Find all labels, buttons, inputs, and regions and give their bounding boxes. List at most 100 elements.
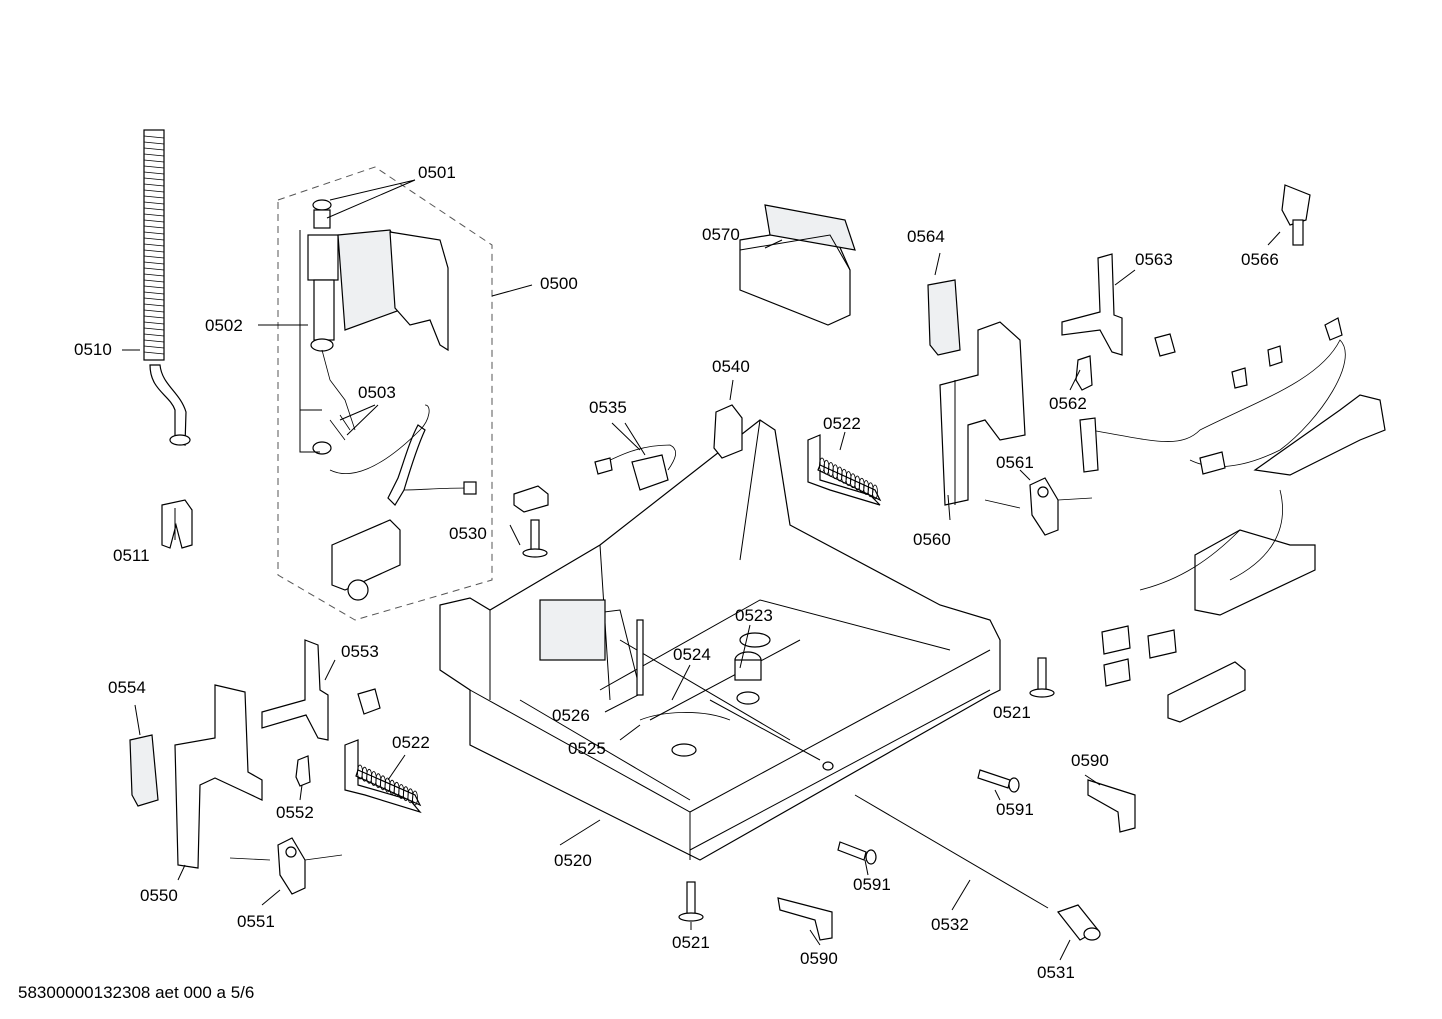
label-0530: 0530 bbox=[449, 524, 487, 543]
label-0570: 0570 bbox=[702, 225, 740, 244]
label-0551: 0551 bbox=[237, 912, 275, 931]
label-0531: 0531 bbox=[1037, 963, 1075, 982]
label-0524: 0524 bbox=[673, 645, 711, 664]
hose-rib bbox=[143, 255, 165, 259]
hose-rib bbox=[143, 219, 165, 223]
part-0535-sensor-cable bbox=[594, 444, 677, 491]
part-0590-rail-right bbox=[1087, 779, 1136, 833]
hose-rib bbox=[143, 135, 165, 139]
spring-coil bbox=[854, 475, 861, 491]
label-0562: 0562 bbox=[1049, 394, 1087, 413]
part-wiring-harness bbox=[1079, 317, 1386, 723]
hose-rib bbox=[143, 153, 165, 157]
part-0590-rail-bottom bbox=[777, 897, 833, 941]
label-0501: 0501 bbox=[418, 163, 456, 182]
part-0551-sensor bbox=[229, 837, 343, 895]
part-0553-bracket bbox=[261, 639, 381, 741]
label-0550: 0550 bbox=[140, 886, 178, 905]
label-0554: 0554 bbox=[108, 678, 146, 697]
hose-rib bbox=[143, 327, 165, 331]
hose-rib bbox=[143, 261, 165, 265]
label-0511: 0511 bbox=[113, 546, 150, 565]
part-labels: 0501 0500 0502 0503 0510 0511 0520 0521 … bbox=[74, 163, 1279, 982]
part-0503-hose-and-cable bbox=[329, 404, 477, 601]
hose-rib bbox=[143, 339, 165, 343]
hose-rib bbox=[143, 315, 165, 319]
label-0590-bottom: 0590 bbox=[800, 949, 838, 968]
label-0526: 0526 bbox=[552, 706, 590, 725]
hose-rib bbox=[143, 207, 165, 211]
part-0531-cap bbox=[1057, 904, 1101, 941]
hose-rib bbox=[143, 243, 165, 247]
part-0532-rod bbox=[854, 794, 1049, 909]
label-0521-right: 0521 bbox=[993, 703, 1031, 722]
label-0552: 0552 bbox=[276, 803, 314, 822]
label-0563: 0563 bbox=[1135, 250, 1173, 269]
label-0500: 0500 bbox=[540, 274, 578, 293]
spring-coil bbox=[863, 480, 870, 495]
label-0590-right: 0590 bbox=[1071, 751, 1109, 770]
part-0550-bracket bbox=[174, 684, 263, 869]
part-0552-clip bbox=[295, 755, 311, 787]
document-footer: 58300000132308 aet 000 a 5/6 bbox=[18, 983, 254, 1002]
hose-rib bbox=[143, 189, 165, 193]
leader-lines bbox=[122, 179, 1281, 961]
label-0503: 0503 bbox=[358, 383, 396, 402]
part-0540-switch bbox=[713, 404, 743, 459]
hose-rib bbox=[143, 201, 165, 205]
hose-rib bbox=[143, 225, 165, 229]
spring-coil bbox=[850, 473, 856, 489]
hose-rib bbox=[143, 195, 165, 199]
part-0521-foot-right bbox=[1029, 657, 1055, 698]
label-0522-lower: 0522 bbox=[392, 733, 430, 752]
part-0563-bracket bbox=[1061, 253, 1176, 357]
label-0560: 0560 bbox=[913, 530, 951, 549]
part-0524-0525-0526-floor-parts bbox=[636, 619, 731, 757]
hose-rib bbox=[143, 171, 165, 175]
hose-rib bbox=[143, 231, 165, 235]
spring-coil bbox=[819, 457, 825, 473]
part-0520-base-frame bbox=[439, 419, 1001, 861]
label-0523: 0523 bbox=[735, 606, 773, 625]
part-0566-sensor-probe bbox=[1281, 184, 1311, 246]
label-0522-upper: 0522 bbox=[823, 414, 861, 433]
spring-coil bbox=[872, 484, 878, 500]
part-0511-clip bbox=[161, 499, 193, 549]
part-0561-sensor bbox=[984, 477, 1093, 536]
hose-rib bbox=[143, 165, 165, 169]
hose-rib bbox=[143, 297, 165, 301]
spring-coil bbox=[832, 464, 839, 480]
part-0522-spring-lower bbox=[344, 739, 422, 814]
label-0591-right: 0591 bbox=[996, 800, 1034, 819]
hose-rib bbox=[143, 345, 165, 349]
hose-rib bbox=[143, 351, 165, 355]
assembly-0500-boundary bbox=[277, 166, 493, 621]
hose-rib bbox=[143, 291, 165, 295]
hose-rib bbox=[143, 279, 165, 283]
label-0510: 0510 bbox=[74, 340, 112, 359]
part-0560-bracket bbox=[939, 321, 1026, 506]
part-0502-inlet-valve bbox=[307, 199, 449, 455]
spring-coil bbox=[867, 482, 874, 498]
hose-rib bbox=[143, 285, 165, 289]
part-0554-insulation bbox=[129, 734, 159, 807]
spring-coil bbox=[858, 477, 865, 493]
hose-rib bbox=[143, 273, 165, 277]
label-0540: 0540 bbox=[712, 357, 750, 376]
part-0522-spring-upper bbox=[807, 434, 882, 506]
label-0561: 0561 bbox=[996, 453, 1034, 472]
label-0525: 0525 bbox=[568, 739, 606, 758]
part-0530-foot-and-block bbox=[513, 485, 549, 558]
hose-rib bbox=[143, 267, 165, 271]
label-0520: 0520 bbox=[554, 851, 592, 870]
hose-rib bbox=[143, 303, 165, 307]
hose-rib bbox=[143, 147, 165, 151]
part-0591-screw-bottom bbox=[837, 841, 877, 865]
hose-rib bbox=[143, 237, 165, 241]
part-0521-foot-bottom bbox=[678, 881, 704, 922]
part-0564-insulation bbox=[927, 279, 961, 356]
label-0502: 0502 bbox=[205, 316, 243, 335]
hose-rib bbox=[143, 333, 165, 337]
spring-coil bbox=[823, 459, 830, 475]
spring-coil bbox=[412, 790, 418, 806]
